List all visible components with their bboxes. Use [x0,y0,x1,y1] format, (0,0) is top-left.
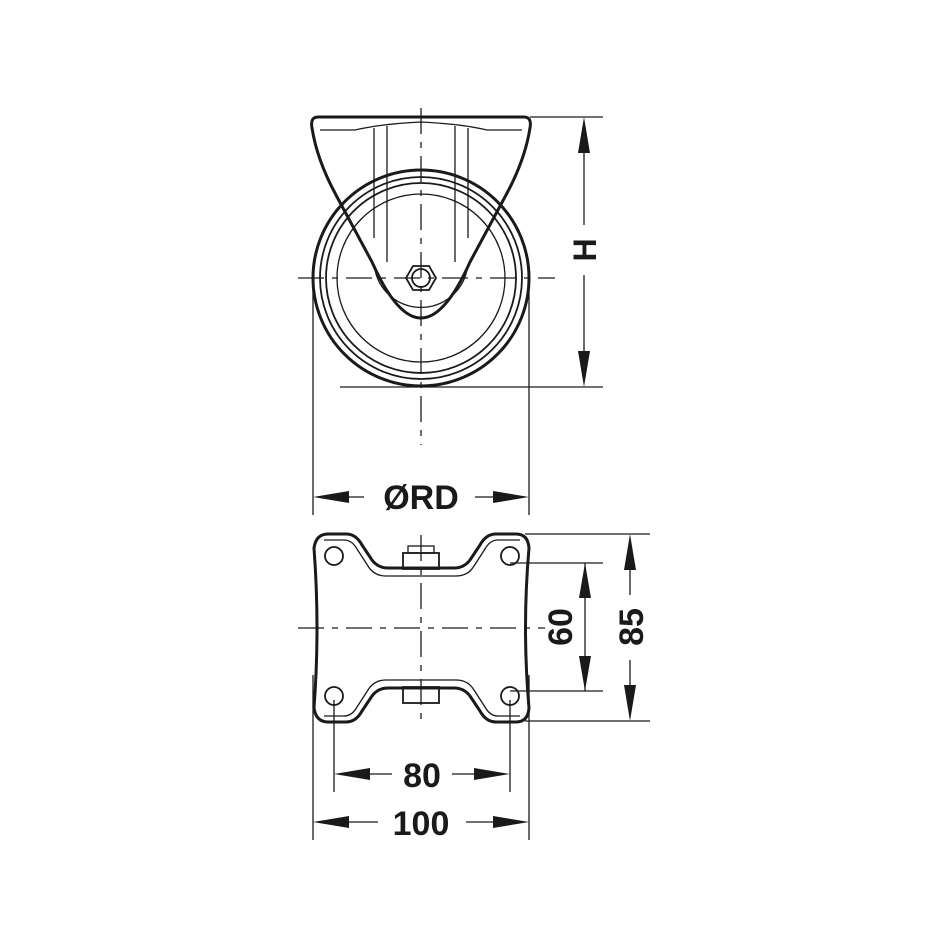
plate-view: 60 85 80 10 [298,532,651,843]
plate-height-dimension: 85 [525,533,651,722]
hole-spacing-width-label: 80 [403,757,441,795]
diameter-dimension: ØRD [312,288,530,517]
height-label: H [567,238,603,261]
plate-height-label: 85 [613,608,651,646]
mounting-hole [500,546,520,566]
mounting-holes [324,546,520,706]
side-view: H ØRD [298,108,603,517]
height-dimension: H [340,116,603,388]
hole-spacing-height-dimension: 60 [510,562,603,692]
plate-width-dimension: 100 [312,675,530,843]
hole-spacing-width-dimension: 80 [333,700,511,795]
hole-spacing-height-label: 60 [542,608,580,646]
diameter-label: ØRD [383,479,459,517]
plate-width-label: 100 [393,805,450,843]
mounting-hole [324,546,344,566]
